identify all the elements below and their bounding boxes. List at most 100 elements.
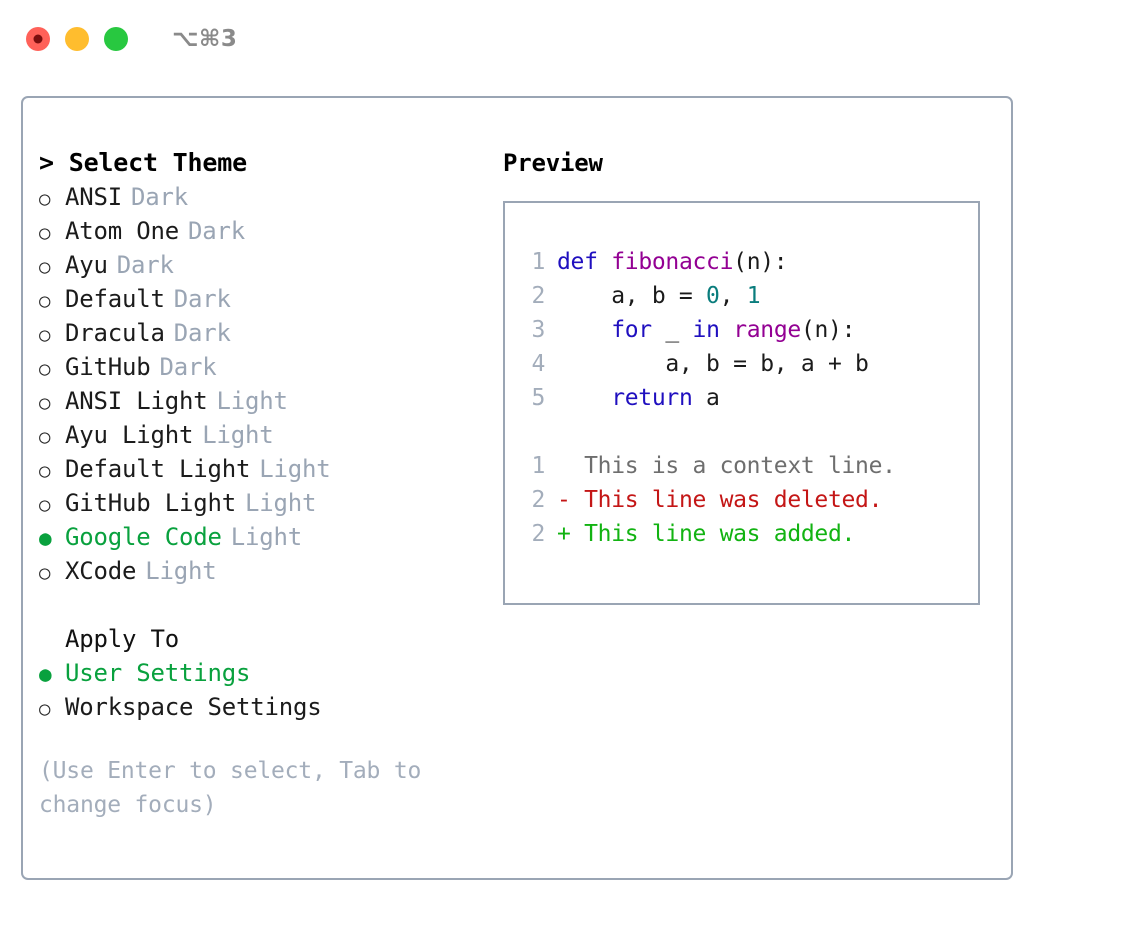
code-line-text: a, b = 0, 1 <box>557 279 760 313</box>
diff-line-del: 2- This line was deleted. <box>519 483 978 517</box>
theme-variant-tag: Light <box>145 557 217 585</box>
code-token-pl <box>557 317 611 343</box>
code-token-fn: range <box>733 317 801 343</box>
theme-option-label: ANSI <box>65 183 122 211</box>
theme-option-label: Dracula <box>65 319 165 347</box>
diff-line-text: This line was added. <box>570 521 856 547</box>
title-bar: ⌥⌘3 <box>0 0 1140 78</box>
line-number: 2 <box>531 487 545 513</box>
window-controls <box>26 27 128 51</box>
line-number: 1 <box>531 453 545 479</box>
line-number: 3 <box>531 317 545 343</box>
page-title: > Select Theme <box>39 146 479 180</box>
theme-option-ayu[interactable]: ○ Ayu Dark <box>39 248 479 282</box>
radio-unselected-icon: ○ <box>39 460 51 482</box>
spacer <box>39 588 479 622</box>
theme-variant-tag: Dark <box>173 319 231 347</box>
diff-line-text: This is a context line. <box>570 453 896 479</box>
radio-unselected-icon: ○ <box>39 426 51 448</box>
apply-to-option-workspace-settings[interactable]: ○Workspace Settings <box>39 690 479 724</box>
close-button[interactable] <box>26 27 50 51</box>
apply-to-heading: Apply To <box>65 625 179 653</box>
apply-to-option-user-settings[interactable]: ● User Settings <box>39 656 479 690</box>
theme-variant-tag: Light <box>259 455 331 483</box>
code-token-pl: (n): <box>733 249 788 275</box>
diff-line-ctx: 1 This is a context line. <box>519 449 978 483</box>
caret-icon: > <box>39 148 54 177</box>
theme-option-default-light[interactable]: ○ Default Light Light <box>39 452 479 486</box>
theme-option-label: GitHub Light <box>65 489 236 517</box>
preview-title: Preview <box>503 149 603 177</box>
radio-unselected-icon: ○ <box>39 256 51 278</box>
radio-unselected-icon: ○ <box>39 698 51 720</box>
code-token-pl: , <box>719 283 747 309</box>
theme-variant-tag: Dark <box>159 353 217 381</box>
minimize-button[interactable] <box>65 27 89 51</box>
theme-variant-tag: Light <box>245 489 317 517</box>
theme-option-label: Default <box>65 285 165 313</box>
diff-line-text: This line was deleted. <box>570 487 883 513</box>
radio-selected-icon: ● <box>39 662 52 686</box>
spacer <box>519 415 978 449</box>
code-line-text: for _ in range(n): <box>557 313 855 347</box>
line-number: 2 <box>531 521 545 547</box>
code-token-pl: a <box>692 385 720 411</box>
code-line-text: a, b = b, a + b <box>557 347 869 381</box>
theme-option-label: Default Light <box>65 455 251 483</box>
code-line-text: def fibonacci(n): <box>557 245 788 279</box>
code-line: 4 a, b = b, a + b <box>519 347 978 381</box>
code-token-kw: for <box>611 317 652 343</box>
code-token-fn: fibonacci <box>611 249 734 275</box>
apply-to-option-label: User Settings <box>65 659 251 687</box>
line-number: 4 <box>531 351 545 377</box>
theme-variant-tag: Dark <box>116 251 174 279</box>
code-line: 5 return a <box>519 381 978 415</box>
diff-line-add: 2+ This line was added. <box>519 517 978 551</box>
theme-variant-tag: Light <box>202 421 274 449</box>
radio-unselected-icon: ○ <box>39 324 51 346</box>
apply-to-list[interactable]: ● User Settings ○Workspace Settings <box>39 656 479 724</box>
theme-option-label: GitHub <box>65 353 151 381</box>
code-token-pl: a, b = b, a + b <box>557 351 869 377</box>
theme-option-xcode[interactable]: ○ XCode Light <box>39 554 479 588</box>
code-token-kw: def <box>557 249 598 275</box>
theme-variant-tag: Light <box>216 387 288 415</box>
theme-variant-tag: Dark <box>131 183 188 211</box>
line-number: 1 <box>531 249 545 275</box>
code-token-num: 1 <box>746 283 761 309</box>
theme-option-dracula[interactable]: ○ Dracula Dark <box>39 316 479 350</box>
diff-sample: 1 This is a context line.2- This line wa… <box>519 449 978 551</box>
theme-option-github-light[interactable]: ○ GitHub Light Light <box>39 486 479 520</box>
theme-option-label: Atom One <box>65 217 179 245</box>
code-token-pl: (n): <box>800 317 856 343</box>
radio-unselected-icon: ○ <box>39 562 51 584</box>
code-line: 2 a, b = 0, 1 <box>519 279 978 313</box>
code-line-text: return a <box>557 381 720 415</box>
radio-unselected-icon: ○ <box>39 392 51 414</box>
radio-unselected-icon: ○ <box>39 222 51 244</box>
theme-option-label: XCode <box>65 557 137 585</box>
radio-unselected-icon: ○ <box>39 494 51 516</box>
keyboard-shortcut-label: ⌥⌘3 <box>172 26 238 52</box>
theme-option-label: Ayu <box>65 251 108 279</box>
code-token-pl <box>598 249 612 275</box>
maximize-button[interactable] <box>104 27 128 51</box>
theme-variant-tag: Dark <box>188 217 245 245</box>
line-number: 5 <box>531 385 545 411</box>
code-token-pl <box>720 317 734 343</box>
theme-option-label: Google Code <box>65 523 222 551</box>
page-title-label: Select Theme <box>68 148 247 177</box>
theme-option-atom-one[interactable]: ○ Atom One Dark <box>39 214 479 248</box>
line-number: 2 <box>531 283 545 309</box>
